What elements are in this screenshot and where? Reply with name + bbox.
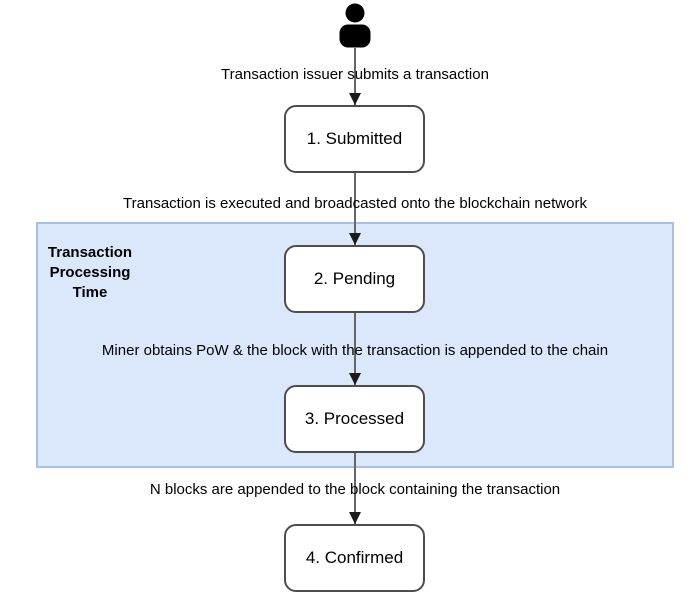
node-submitted-label: 1. Submitted [306,129,403,148]
node-processed-label: 3. Processed [304,409,405,428]
person-icon [338,3,372,49]
edge-label-broadcast: Transaction is executed and broadcasted … [123,195,587,212]
node-pending: 2. Pending [284,245,425,313]
node-confirmed-label: 4. Confirmed [305,548,404,567]
node-confirmed: 4. Confirmed [284,524,425,592]
node-pending-label: 2. Pending [313,269,396,288]
edge-label-pow: Miner obtains PoW & the block with the t… [101,342,609,359]
arrowhead-icon [349,93,361,105]
node-submitted: 1. Submitted [284,105,425,173]
arrowhead-icon [349,512,361,524]
edge-label-submit: Transaction issuer submits a transaction [221,66,489,83]
processing-time-region-label: Transaction Processing Time [47,244,133,301]
node-processed: 3. Processed [284,385,425,453]
arrowhead-icon [349,373,361,385]
edge-label-nblocks: N blocks are appended to the block conta… [149,481,561,498]
arrowhead-icon [349,233,361,245]
